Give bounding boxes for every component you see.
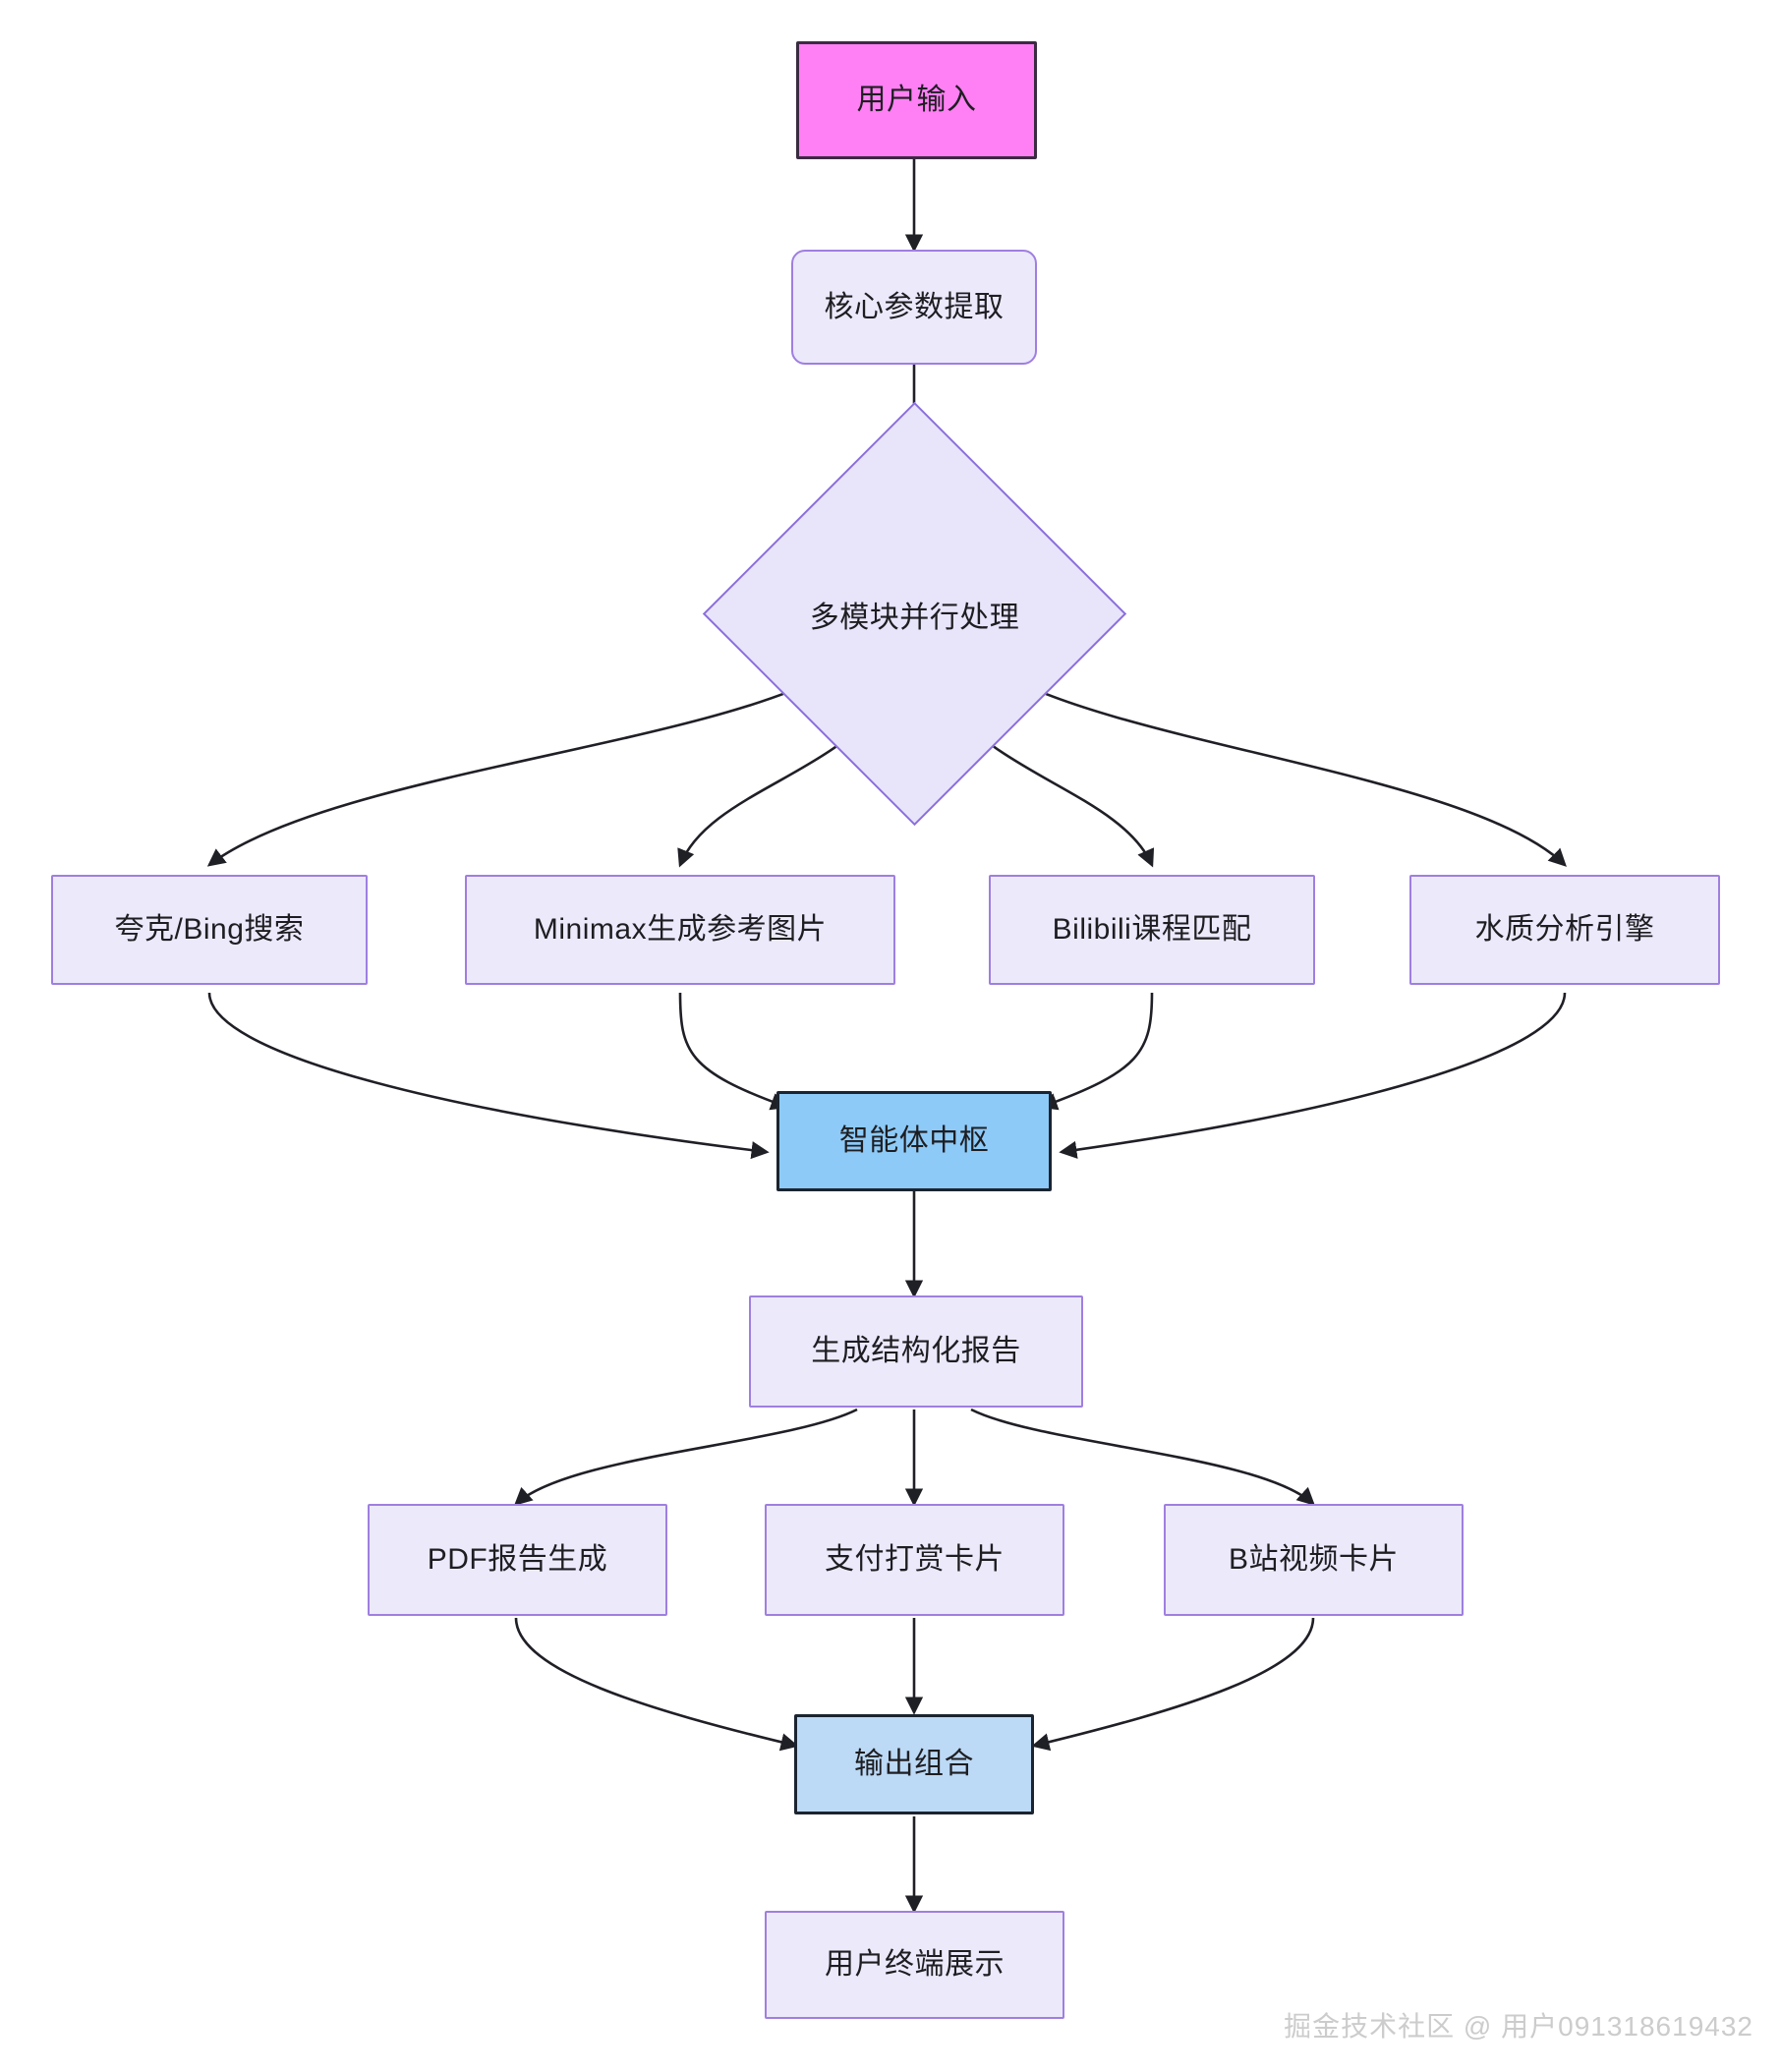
node-structured-report-label: 生成结构化报告 — [811, 1335, 1021, 1367]
node-param-extract-label: 核心参数提取 — [824, 290, 1005, 323]
node-bvideo-card[interactable]: B站视频卡片 — [1164, 1504, 1464, 1616]
node-param-extract[interactable]: 核心参数提取 — [791, 250, 1037, 365]
watermark-text: 掘金技术社区 @ 用户091318619432 — [1284, 2011, 1753, 2042]
node-terminal-display-label: 用户终端展示 — [825, 1948, 1005, 1981]
node-bilibili-course[interactable]: Bilibili课程匹配 — [989, 875, 1315, 985]
node-output-combine[interactable]: 输出组合 — [794, 1714, 1034, 1814]
node-user-input-label: 用户输入 — [856, 84, 977, 116]
node-minimax-image[interactable]: Minimax生成参考图片 — [465, 875, 895, 985]
node-user-input[interactable]: 用户输入 — [796, 41, 1037, 159]
edge-minimax-to-agent-hub — [678, 992, 789, 1111]
node-water-quality-engine-label: 水质分析引擎 — [1474, 913, 1655, 946]
edge-pdf-report-to-output-combine — [514, 1617, 799, 1752]
node-bvideo-card-label: B站视频卡片 — [1228, 1543, 1399, 1576]
node-pdf-report[interactable]: PDF报告生成 — [368, 1504, 667, 1616]
node-output-combine-label: 输出组合 — [854, 1748, 974, 1780]
edge-water-quality-to-agent-hub — [1059, 992, 1567, 1159]
edge-parallel-to-quark-bing — [206, 674, 825, 867]
node-agent-hub[interactable]: 智能体中枢 — [776, 1091, 1052, 1191]
node-quark-bing-search[interactable]: 夸克/Bing搜索 — [51, 875, 368, 985]
node-parallel-processing[interactable]: 多模块并行处理 — [702, 401, 1127, 827]
edge-bvideo-card-to-output-combine — [1031, 1617, 1315, 1752]
node-water-quality-engine[interactable]: 水质分析引擎 — [1409, 875, 1720, 985]
node-terminal-display[interactable]: 用户终端展示 — [765, 1911, 1064, 2019]
node-minimax-image-label: Minimax生成参考图片 — [533, 913, 828, 946]
node-payment-card[interactable]: 支付打赏卡片 — [765, 1504, 1064, 1616]
node-payment-card-label: 支付打赏卡片 — [825, 1543, 1005, 1576]
edge-parallel-to-water-quality — [1005, 674, 1567, 867]
node-quark-bing-search-label: 夸克/Bing搜索 — [114, 913, 305, 946]
edge-structured-report-to-bvideo-card — [970, 1408, 1316, 1506]
node-parallel-processing-label: 多模块并行处理 — [809, 601, 1020, 634]
node-agent-hub-label: 智能体中枢 — [838, 1124, 990, 1157]
edge-bilibili-to-agent-hub — [1039, 992, 1154, 1111]
edge-quark-bing-to-agent-hub — [207, 992, 770, 1160]
node-structured-report[interactable]: 生成结构化报告 — [749, 1295, 1083, 1408]
node-bilibili-course-label: Bilibili课程匹配 — [1052, 913, 1252, 946]
node-pdf-report-label: PDF报告生成 — [427, 1543, 608, 1576]
edge-structured-report-to-pdf-report — [513, 1408, 858, 1506]
